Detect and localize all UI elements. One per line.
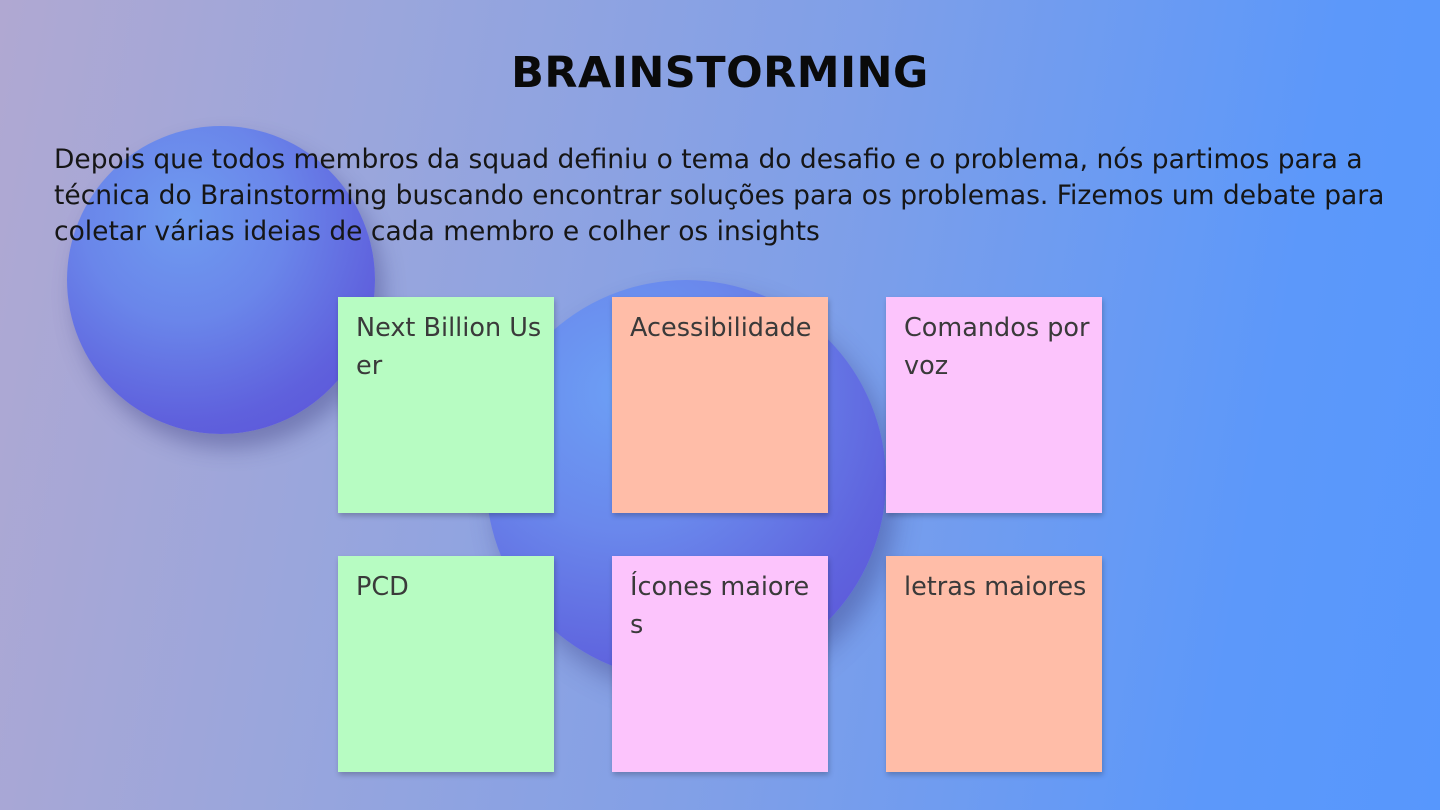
sticky-note-comandos-por-voz: Comandos por voz	[886, 297, 1102, 513]
decorative-sphere-left	[67, 126, 375, 434]
sticky-note-icones-maiores: Ícones maiores	[612, 556, 828, 772]
sticky-note-acessibilidade: Acessibilidade	[612, 297, 828, 513]
slide-title: BRAINSTORMING	[511, 48, 929, 98]
sticky-note-pcd: PCD	[338, 556, 554, 772]
sticky-note-text: Comandos por voz	[904, 313, 1090, 381]
sticky-note-text: letras maiores	[904, 572, 1087, 602]
sticky-note-text: Acessibilidade	[630, 313, 812, 343]
sticky-note-next-billion-user: Next Billion User	[338, 297, 554, 513]
sticky-note-text: Ícones maiores	[630, 572, 810, 640]
sticky-note-text: PCD	[356, 572, 409, 602]
intro-paragraph: Depois que todos membros da squad defini…	[54, 144, 1385, 247]
sticky-note-text: Next Billion User	[356, 313, 542, 381]
sticky-note-letras-maiores: letras maiores	[886, 556, 1102, 772]
